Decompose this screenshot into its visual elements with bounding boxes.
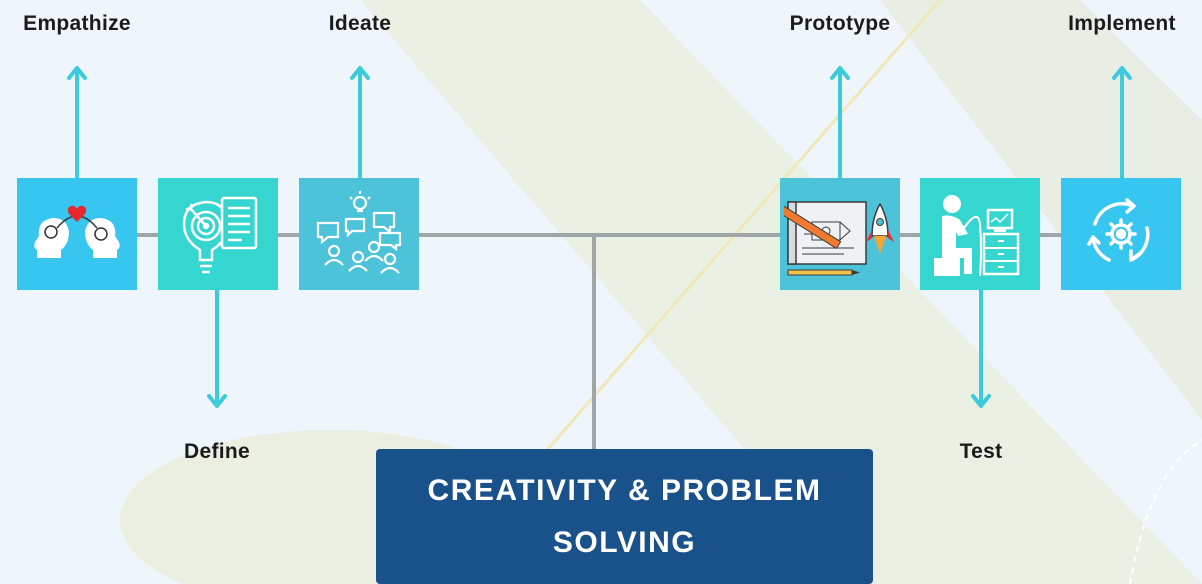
stage-tile-ideate (299, 178, 419, 290)
hub-title-line1: CREATIVITY & PROBLEM (427, 473, 822, 507)
stage-tile-implement (1061, 178, 1181, 290)
gear-cycle-icon (1087, 198, 1150, 262)
stage-label-prototype: Prototype (789, 12, 891, 35)
stage-tile-test (920, 178, 1040, 290)
decor-stripe-left (360, 0, 1202, 584)
stage-label-test: Test (959, 440, 1003, 463)
arrow-up-ideate (350, 66, 370, 180)
arrow-up-prototype (830, 66, 850, 180)
stage-label-empathize: Empathize (23, 12, 131, 35)
central-hub-box: CREATIVITY & PROBLEM SOLVING (376, 449, 873, 584)
arrow-down-define (207, 288, 227, 408)
empathy-heads-icon (34, 205, 120, 258)
stage-tile-prototype (780, 178, 900, 290)
decor-curve-corner (1129, 439, 1202, 584)
blueprint-rocket-icon (784, 201, 894, 276)
arrow-up-empathize (67, 66, 87, 180)
brainstorm-group-icon (316, 191, 402, 274)
arrow-up-implement (1112, 66, 1132, 180)
stage-label-define: Define (184, 440, 250, 463)
person-testing-icon (934, 195, 1020, 277)
stage-label-implement: Implement (1068, 12, 1176, 35)
stage-tile-empathize (17, 178, 137, 290)
hub-title-line2: SOLVING (552, 525, 697, 559)
stage-label-ideate: Ideate (328, 12, 392, 35)
stage-tile-define (158, 178, 278, 290)
target-bulb-icon (182, 196, 258, 274)
arrow-down-test (971, 288, 991, 408)
